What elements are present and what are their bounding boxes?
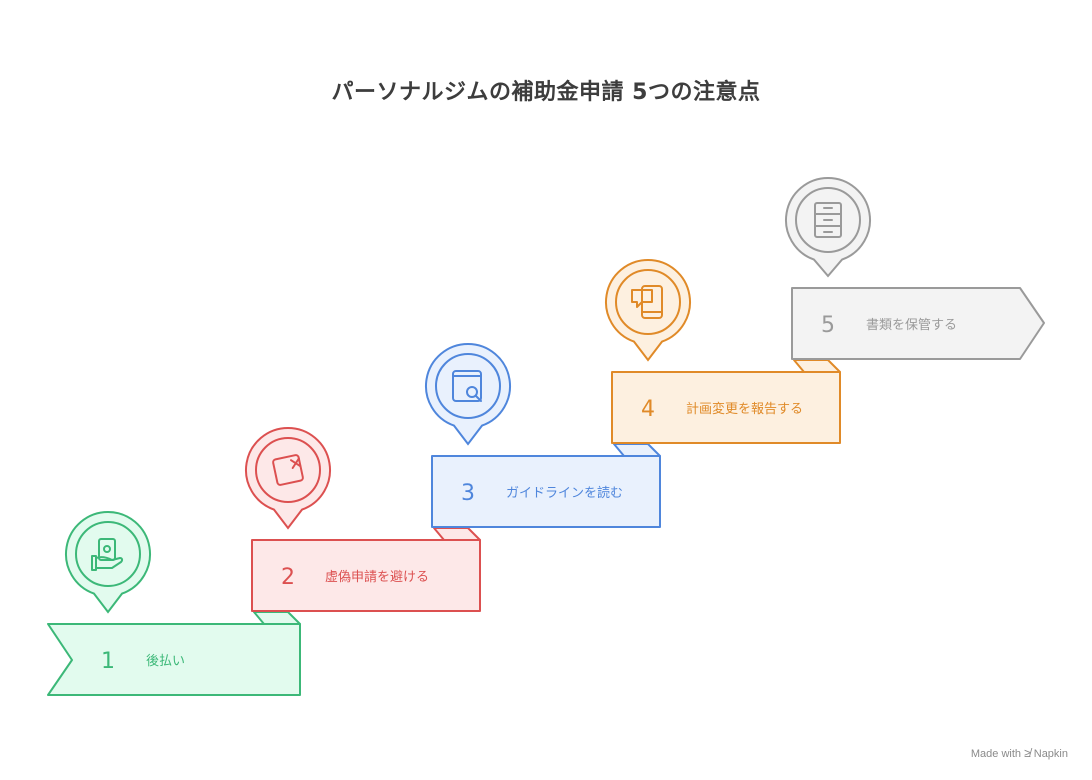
step-5: 5 書類を保管する bbox=[785, 176, 1045, 360]
step-4-banner bbox=[611, 371, 841, 444]
step-1-marker-inner bbox=[75, 521, 141, 587]
step-2-marker-inner bbox=[255, 437, 321, 503]
money-hand-icon bbox=[91, 538, 124, 571]
step-3-fold bbox=[613, 443, 661, 457]
napkin-logo-icon: ≱ bbox=[1024, 746, 1031, 760]
step-5-number: 5 bbox=[821, 313, 835, 338]
step-3-number: 3 bbox=[461, 481, 475, 506]
step-3-label: ガイドラインを読む bbox=[506, 485, 623, 501]
step-4-label: 計画変更を報告する bbox=[686, 401, 803, 417]
step-2-fold bbox=[433, 527, 481, 541]
step-3-banner bbox=[431, 455, 661, 528]
step-2-number: 2 bbox=[281, 565, 295, 590]
phone-message-icon bbox=[631, 285, 663, 319]
step-4-fold bbox=[793, 359, 841, 373]
step-1-banner bbox=[47, 623, 301, 696]
napkin-brand-text: Napkin bbox=[1033, 748, 1068, 760]
step-4: 4 計画変更を報告する bbox=[605, 258, 841, 444]
book-search-icon bbox=[452, 370, 482, 402]
step-1-fold bbox=[253, 611, 301, 625]
step-2-label: 虚偽申請を避ける bbox=[325, 570, 429, 585]
step-5-banner bbox=[791, 287, 1045, 360]
step-2-banner bbox=[251, 539, 481, 612]
step-2: 2 虚偽申請を避ける bbox=[245, 426, 481, 612]
cancel-square-icon bbox=[272, 454, 304, 486]
step-1: 1 後払い bbox=[47, 510, 301, 696]
step-1-label: 後払い bbox=[146, 654, 185, 669]
step-5-label: 書類を保管する bbox=[866, 318, 957, 333]
napkin-credit: Made with ≱ Napkin bbox=[971, 746, 1068, 760]
file-cabinet-icon bbox=[814, 202, 842, 238]
made-with-text: Made with bbox=[970, 748, 1022, 760]
step-1-number: 1 bbox=[101, 649, 115, 674]
step-3: 3 ガイドラインを読む bbox=[425, 342, 661, 528]
step-3-marker-inner bbox=[435, 353, 501, 419]
step-4-number: 4 bbox=[641, 397, 655, 422]
diagram-title: パーソナルジムの補助金申請 5つの注意点 bbox=[331, 80, 761, 105]
